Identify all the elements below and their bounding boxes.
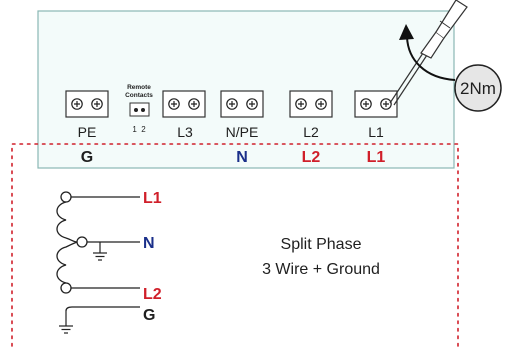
screw-icon [188, 98, 200, 110]
screw-icon [360, 98, 372, 110]
terminal-label-pe: PE [78, 124, 97, 140]
lead-label-l2: L2 [143, 286, 162, 303]
terminal-npe[interactable]: N/PE [220, 90, 264, 140]
terminal-block-panel [37, 10, 455, 169]
rotation-arrow-icon [399, 24, 456, 81]
terminal-label-l1: L1 [368, 124, 384, 140]
remote-contacts-terminal[interactable]: Remote Contacts 1 2 [125, 84, 153, 134]
phase-label-l1: L1 [367, 149, 386, 166]
lead-label-g: G [143, 307, 155, 324]
terminal-l2[interactable]: L2 [289, 90, 333, 140]
terminal-l1[interactable]: L1 [354, 90, 398, 140]
screw-icon [295, 98, 307, 110]
screw-icon [168, 98, 180, 110]
wiring-title-line1: Split Phase [281, 236, 362, 253]
remote-contacts-pins: 1 2 [132, 125, 146, 134]
screw-icon [380, 98, 392, 110]
screw-icon [71, 98, 83, 110]
terminal-pe[interactable]: PE [65, 90, 109, 140]
phase-label-pe: G [81, 149, 93, 166]
screwdriver-icon [389, 0, 468, 106]
remote-contacts-label: Contacts [125, 92, 153, 99]
phase-label-npe: N [236, 149, 248, 166]
lead-label-l1: L1 [143, 190, 162, 207]
phase-label-l2: L2 [302, 149, 321, 166]
transformer-schematic [56, 191, 140, 334]
screw-icon [246, 98, 258, 110]
remote-contacts-label: Remote [127, 84, 151, 91]
terminal-label-l3: L3 [177, 124, 193, 140]
screw-icon [226, 98, 238, 110]
ground-icon [93, 242, 107, 261]
terminal-l3[interactable]: L3 [162, 90, 206, 140]
terminal-label-npe: N/PE [226, 124, 259, 140]
torque-value: 2Nm [460, 79, 496, 98]
screw-icon [315, 98, 327, 110]
terminal-label-l2: L2 [303, 124, 319, 140]
wiring-title-line2: 3 Wire + Ground [262, 261, 380, 278]
lead-label-n: N [143, 235, 155, 252]
screw-icon [91, 98, 103, 110]
torque-badge: 2Nm [454, 64, 502, 112]
ground-icon [59, 325, 73, 334]
